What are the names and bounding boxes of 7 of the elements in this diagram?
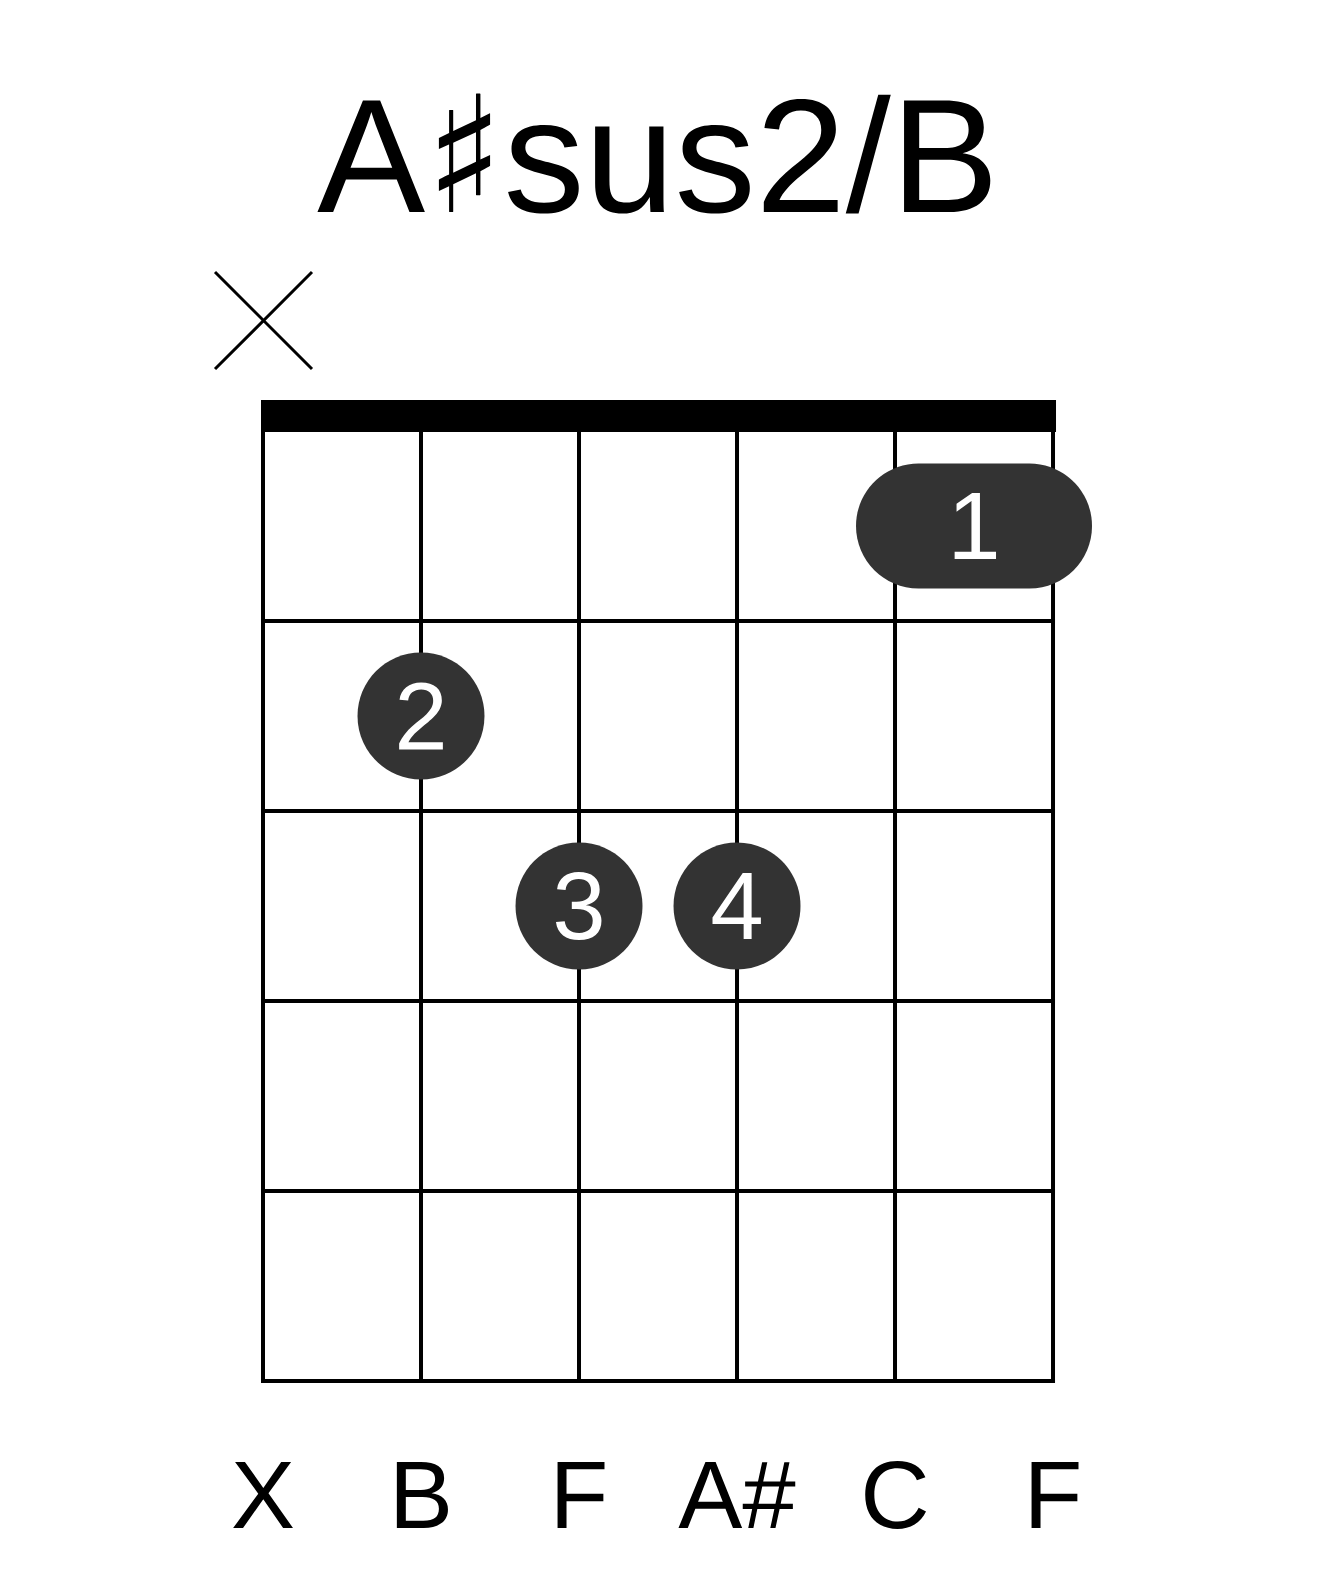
string-note: X — [233, 1461, 293, 1528]
chord-title: A♯sus2/B — [317, 93, 991, 214]
string-note: B — [396, 1461, 448, 1528]
string-note: F — [1031, 1461, 1079, 1528]
string-note: C — [865, 1461, 926, 1529]
string-note: A# — [678, 1461, 796, 1528]
string-note: F — [557, 1461, 605, 1528]
